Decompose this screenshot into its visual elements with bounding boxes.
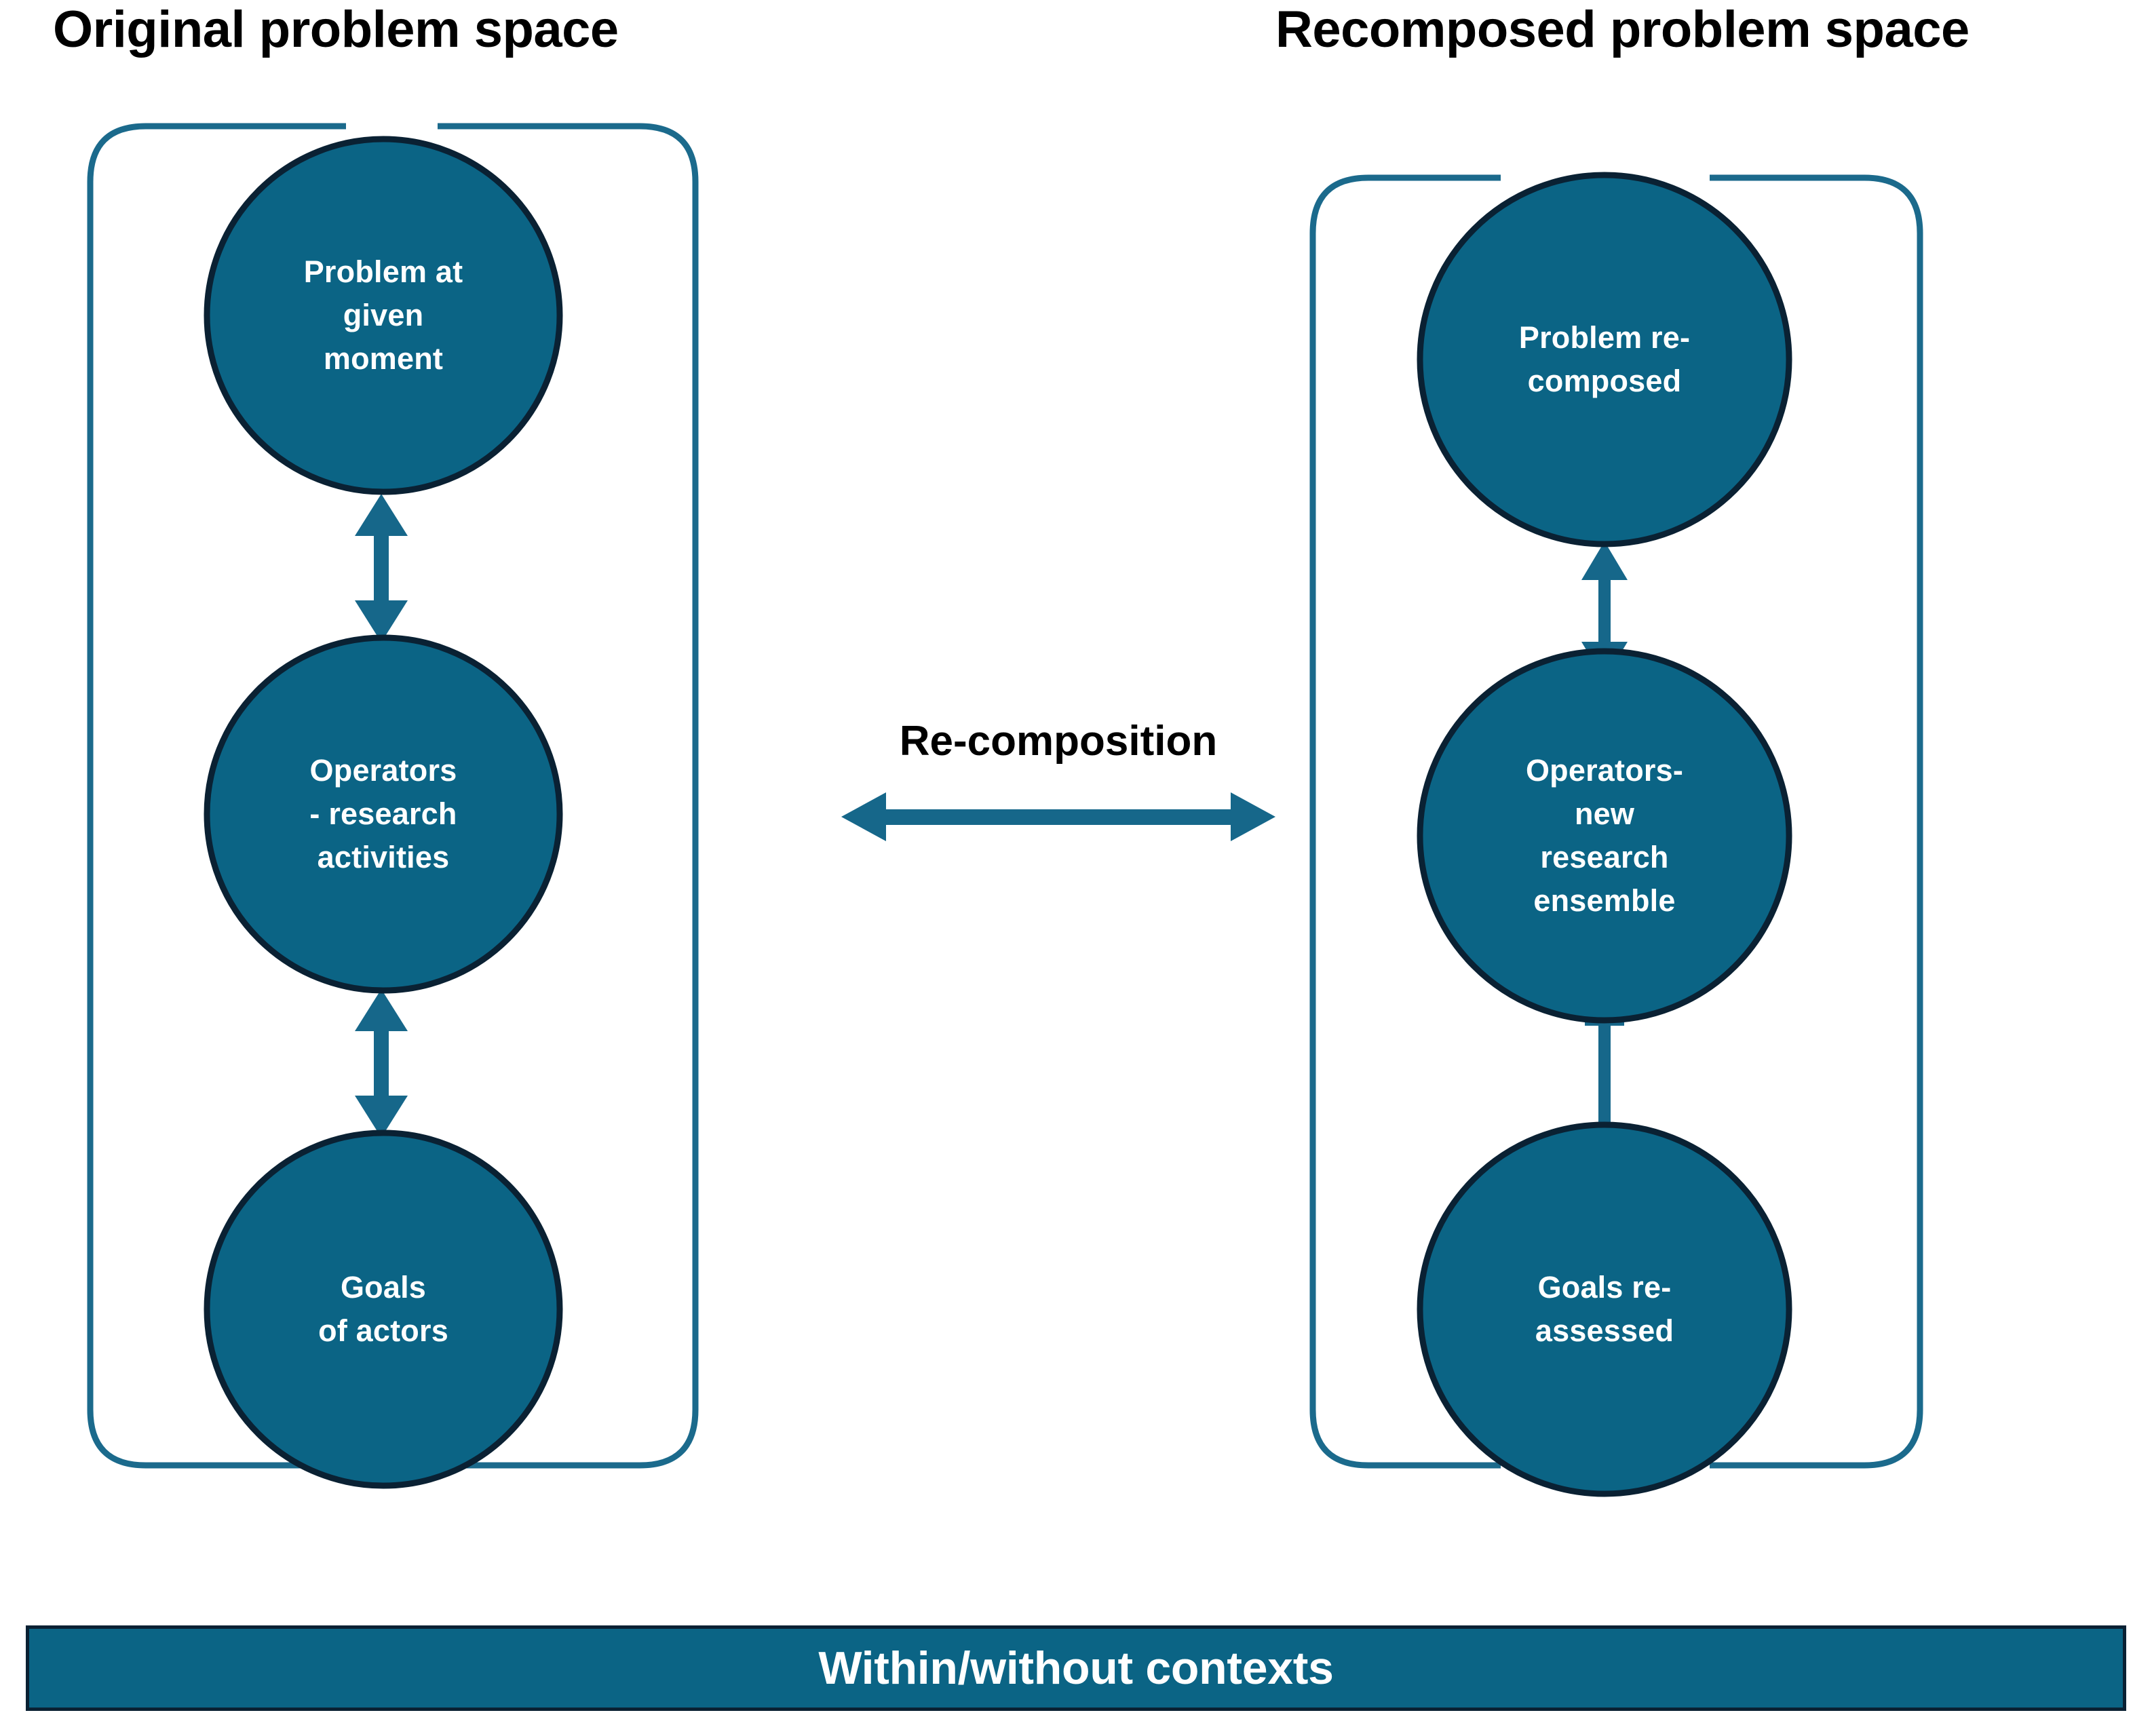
- context-banner-label: Within/without contexts: [818, 1642, 1334, 1694]
- node-label-problem-re-composed: Problem re- composed: [1518, 320, 1691, 398]
- node-label-goals-of-actors: Goals of actors: [318, 1270, 448, 1348]
- right-connector-arrow-operators-to-goals: [1578, 1012, 1631, 1177]
- node-label-problem-at-given-moment: Problem at given moment: [303, 254, 463, 376]
- node-label-operators-new-research-ensemble: Operators- new research ensemble: [1525, 753, 1684, 918]
- center-connector-label: Re-composition: [899, 718, 1218, 765]
- right-connector-arrow-problem-to-operators: [1581, 541, 1628, 680]
- right-group-title: Recomposed problem space: [1275, 1, 1970, 58]
- left-group-title: Original problem space: [53, 1, 619, 58]
- left-connector-arrow-operators-to-goals: [355, 989, 408, 1138]
- node-label-goals-re-assessed: Goals re- assessed: [1535, 1270, 1674, 1348]
- center-recomposition-arrow: [841, 792, 1275, 841]
- node-label-operators-research-activities: Operators - research activities: [309, 753, 457, 874]
- left-connector-arrow-problem-to-operators: [355, 494, 408, 642]
- context-banner: Within/without contexts: [26, 1625, 2126, 1711]
